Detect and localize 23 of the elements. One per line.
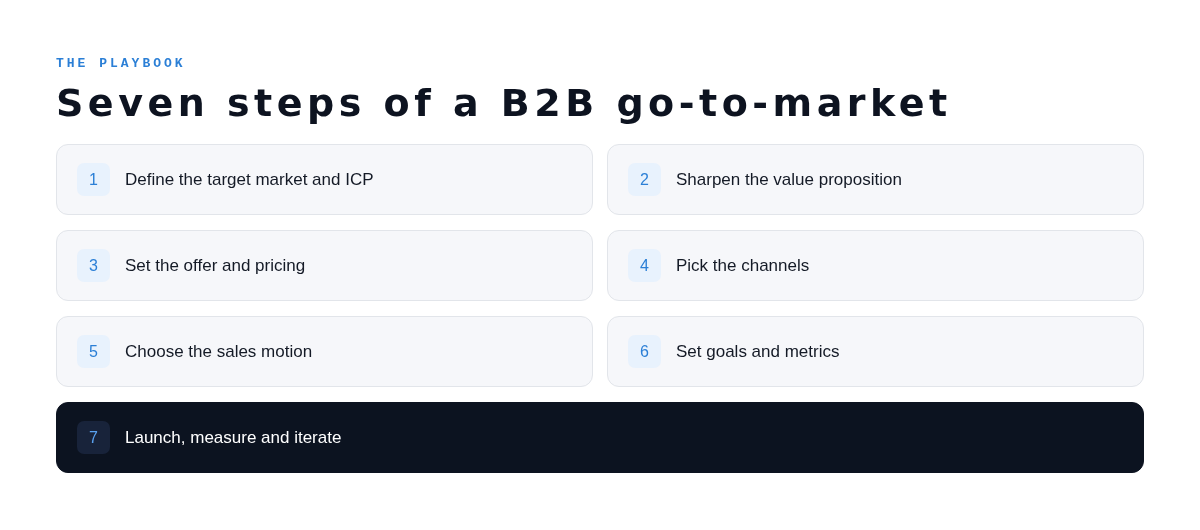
step-title: Choose the sales motion — [125, 340, 313, 363]
step-card — [607, 144, 1144, 215]
step-card — [56, 144, 593, 215]
step-card — [56, 230, 593, 301]
heading: Seven steps of a B2B go-to-market — [56, 80, 952, 126]
step-number-badge: 7 — [77, 421, 110, 454]
step-title: Pick the channels — [676, 254, 810, 277]
step-title: Set the offer and pricing — [125, 254, 306, 277]
step-number-badge: 1 — [77, 163, 110, 196]
step-number-badge: 2 — [628, 163, 661, 196]
highlighted-step-card — [56, 402, 1144, 473]
step-title: Sharpen the value proposition — [676, 168, 902, 191]
step-number-badge: 3 — [77, 249, 110, 282]
step-number-badge: 4 — [628, 249, 661, 282]
step-title: Launch, measure and iterate — [125, 426, 342, 449]
step-card — [607, 230, 1144, 301]
step-title: Define the target market and ICP — [125, 168, 374, 191]
step-card — [56, 316, 593, 387]
step-number-badge: 5 — [77, 335, 110, 368]
step-number-badge: 6 — [628, 335, 661, 368]
step-card — [607, 316, 1144, 387]
eyebrow-label: THE PLAYBOOK — [56, 56, 186, 72]
step-title: Set goals and metrics — [676, 340, 840, 363]
